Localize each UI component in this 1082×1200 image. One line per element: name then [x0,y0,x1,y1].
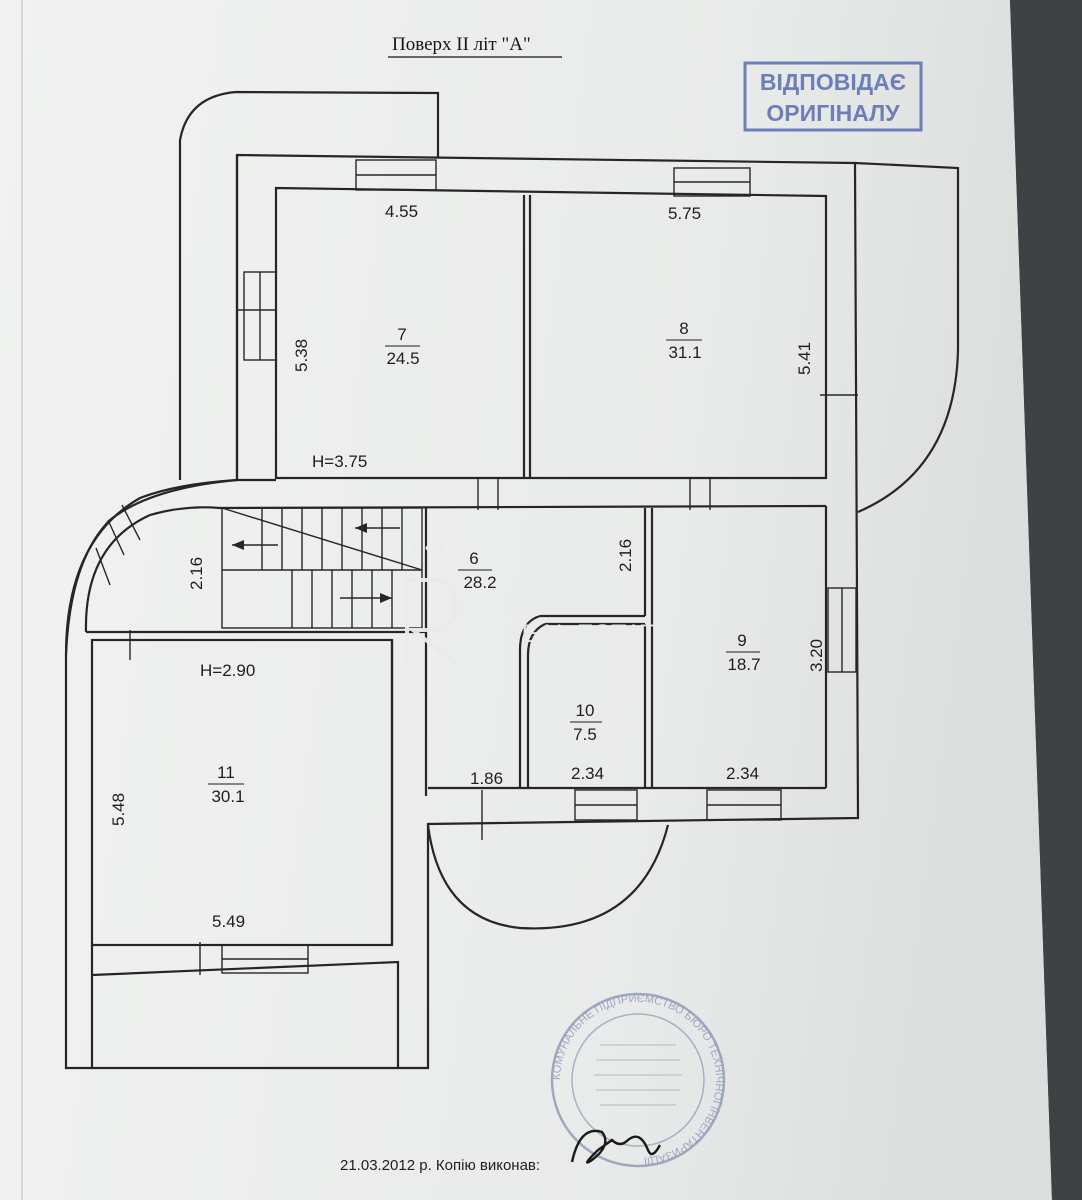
room-9-number: 9 [737,631,746,650]
height-lower: H=2.90 [200,661,255,680]
dim-room11-width: 5.49 [212,912,245,931]
dim-room8-depth: 5.41 [795,342,814,375]
stamp-line-2: ОРИГІНАЛУ [766,100,900,126]
dim-room7-depth: 5.38 [292,339,311,372]
dim-room6-bottom: 1.86 [470,769,503,788]
room-7-number: 7 [397,325,406,344]
approval-stamp: ВІДПОВІДАЄ ОРИГІНАЛУ [743,61,923,132]
dim-hall-right: 2.16 [616,539,635,572]
windows [95,159,857,974]
dim-hall-left: 2.16 [187,557,206,590]
room-8-area: 31.1 [668,343,701,362]
footer-date-text: 21.03.2012 р. Копію виконав: [340,1157,540,1174]
dim-room11-depth: 5.48 [109,793,128,826]
signature [570,1129,662,1164]
room-10-area: 7.5 [573,725,597,744]
dim-room10-width: 2.34 [571,764,604,783]
dim-room7-width: 4.55 [385,202,418,221]
room-11-area: 30.1 [211,787,244,806]
dimension-labels: 4.55 5.38 5.75 5.41 2.16 2.16 3.20 1.86 … [109,202,826,931]
watermark-dot-icon [411,545,417,551]
paper-sheet [0,0,1052,1200]
watermark-line-1: ROYAL [503,589,591,617]
dim-room9-depth: 3.20 [807,639,826,672]
dim-room9-width: 2.34 [726,764,759,783]
door-markers [129,309,858,975]
room-10-number: 10 [576,701,595,720]
watermark-dot-icon [439,545,445,551]
royal-real-estate-watermark: ROYAL REAL ESTATE [405,545,673,667]
building-walls [64,90,960,1070]
room-6-number: 6 [469,549,478,568]
watermark-line-2: REAL ESTATE [503,620,673,648]
room-11-number: 11 [217,763,235,782]
stamp-line-1: ВІДПОВІДАЄ [760,69,906,95]
watermark-dot-icon [425,545,431,551]
room-7-area: 24.5 [386,349,419,368]
background-table [1010,0,1082,1200]
room-8-number: 8 [679,319,688,338]
room-labels: 7 24.5 8 31.1 6 28.2 9 18.7 10 7.5 11 30… [208,319,761,806]
room-9-area: 18.7 [727,655,760,674]
plan-title: Поверх II літ "А" [392,34,531,55]
room-6-area: 28.2 [463,573,496,592]
dim-room8-width: 5.75 [668,204,701,223]
height-upper: H=3.75 [312,452,367,471]
